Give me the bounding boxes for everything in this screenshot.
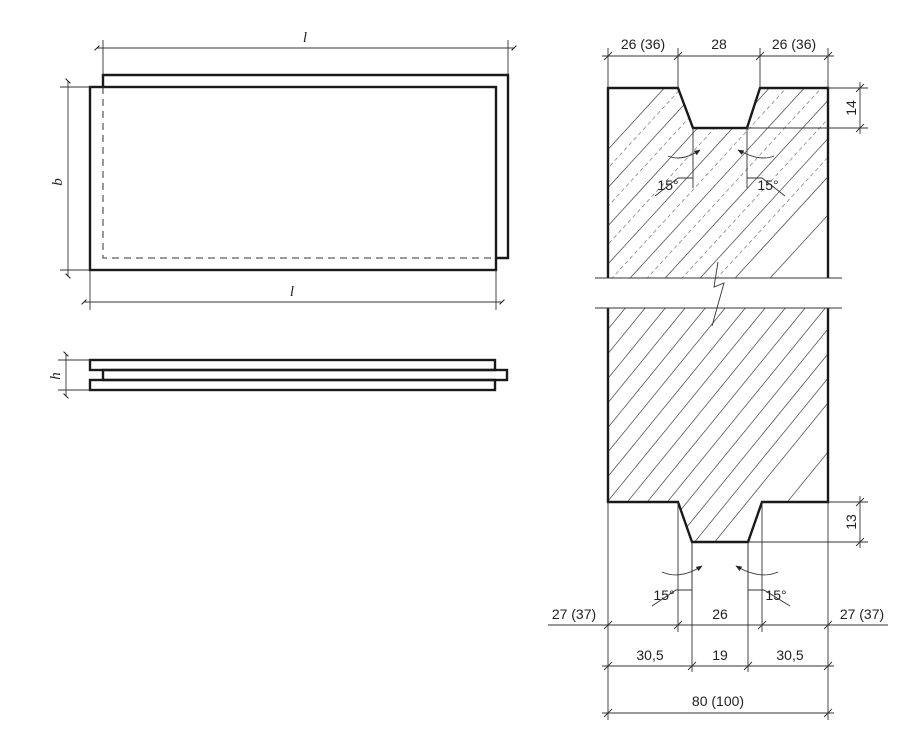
sec-row2-tick-3 bbox=[743, 661, 753, 671]
angle-arc-bottom-left bbox=[661, 565, 703, 576]
sec-row1-tick-4 bbox=[823, 620, 833, 630]
section-view: 26 (36) 28 26 (36) 14 15° 15° 13 15° bbox=[548, 36, 888, 720]
sec-row2-tick-2 bbox=[687, 661, 697, 671]
plan-hidden-edge bbox=[102, 87, 496, 259]
sec-bottom-tongue-base: 19 bbox=[712, 647, 728, 663]
sec-bottom-right-offset: 27 (37) bbox=[840, 606, 884, 622]
angle-arc-bottom-right bbox=[735, 565, 779, 576]
plan-view: l l b bbox=[50, 30, 517, 310]
angle-arc-top-right bbox=[737, 149, 775, 159]
sec-bottom-tongue-depth: 13 bbox=[843, 514, 859, 530]
sec-row3-tick-2 bbox=[823, 708, 833, 718]
sec-top-tick-2 bbox=[673, 51, 683, 61]
sec-bottom-angle-right: 15° bbox=[765, 587, 786, 603]
sec-row1-tick-1 bbox=[603, 620, 613, 630]
section-upper-hatching bbox=[608, 88, 828, 278]
sec-top-tick-3 bbox=[755, 51, 765, 61]
sec-row2-tick-4 bbox=[823, 661, 833, 671]
side-bottom-layer bbox=[88, 378, 497, 392]
angle-leader-bottom-right bbox=[748, 589, 791, 607]
side-top-layer bbox=[88, 358, 497, 372]
sec-top-tick-4 bbox=[823, 51, 833, 61]
sec-row1-tick-3 bbox=[757, 620, 767, 630]
plan-offset-sheet-outline bbox=[101, 73, 510, 260]
angle-leader-top-right bbox=[747, 177, 786, 197]
sec-bottom-tongue-width: 26 bbox=[712, 606, 728, 622]
sec-row2-tick-1 bbox=[603, 661, 613, 671]
sec-bottom-left-offset: 27 (37) bbox=[552, 606, 596, 622]
sec-depth13-tick-1 bbox=[855, 497, 865, 507]
side-middle-layer bbox=[101, 368, 509, 382]
sec-bottom-left-segment: 30,5 bbox=[636, 647, 663, 663]
side-view: h bbox=[48, 351, 509, 399]
sec-top-groove-width: 28 bbox=[711, 36, 727, 52]
angle-leader-top-left bbox=[654, 177, 693, 197]
sec-top-tick-1 bbox=[603, 51, 613, 61]
sec-bottom-angle-left: 15° bbox=[653, 587, 674, 603]
sec-row1-tick-2 bbox=[673, 620, 683, 630]
sec-depth13-tick-2 bbox=[855, 537, 865, 547]
section-upper-outline bbox=[606, 86, 830, 278]
sec-top-right-width: 26 (36) bbox=[772, 36, 816, 52]
sec-row3-tick-1 bbox=[603, 708, 613, 718]
plan-main-sheet-outline bbox=[88, 85, 498, 272]
break-zigzag bbox=[711, 261, 725, 327]
sec-top-angle-right: 15° bbox=[757, 177, 778, 193]
sec-overall-width: 80 (100) bbox=[692, 693, 744, 709]
plan-length-top-label: l bbox=[303, 30, 307, 46]
sec-top-left-width: 26 (36) bbox=[621, 36, 665, 52]
angle-leader-bottom-left bbox=[651, 589, 692, 607]
angle-arc-top-left bbox=[667, 149, 701, 159]
sec-top-groove-depth: 14 bbox=[843, 100, 859, 116]
section-lower-hatching bbox=[608, 308, 828, 542]
plan-width-label: b bbox=[50, 178, 66, 186]
sec-depth14-tick-2 bbox=[855, 123, 865, 133]
section-lower-outline bbox=[606, 308, 830, 544]
sec-top-angle-left: 15° bbox=[657, 177, 678, 193]
sec-depth14-tick-1 bbox=[855, 83, 865, 93]
plan-length-bottom-label: l bbox=[290, 284, 294, 300]
sec-bottom-right-segment: 30,5 bbox=[776, 647, 803, 663]
side-thickness-label: h bbox=[48, 372, 64, 380]
